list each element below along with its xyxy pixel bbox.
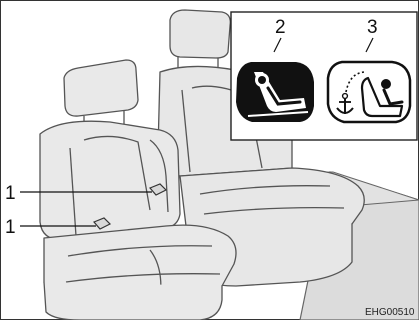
symbol-inset: 2 3 bbox=[231, 12, 417, 140]
callout-anchor-upper: 1 bbox=[5, 183, 16, 204]
figure-code: EHG00510 bbox=[365, 307, 415, 318]
callout-anchor-lower: 1 bbox=[5, 217, 16, 238]
child-seat-icon bbox=[236, 62, 314, 122]
front-headrest bbox=[64, 60, 138, 116]
callout-tether-symbol: 3 bbox=[367, 17, 378, 38]
front-backrest bbox=[40, 121, 180, 240]
callout-isofix-symbol: 2 bbox=[275, 17, 286, 38]
isofix-tether-icon bbox=[328, 62, 410, 122]
rear-headrest bbox=[170, 10, 230, 58]
